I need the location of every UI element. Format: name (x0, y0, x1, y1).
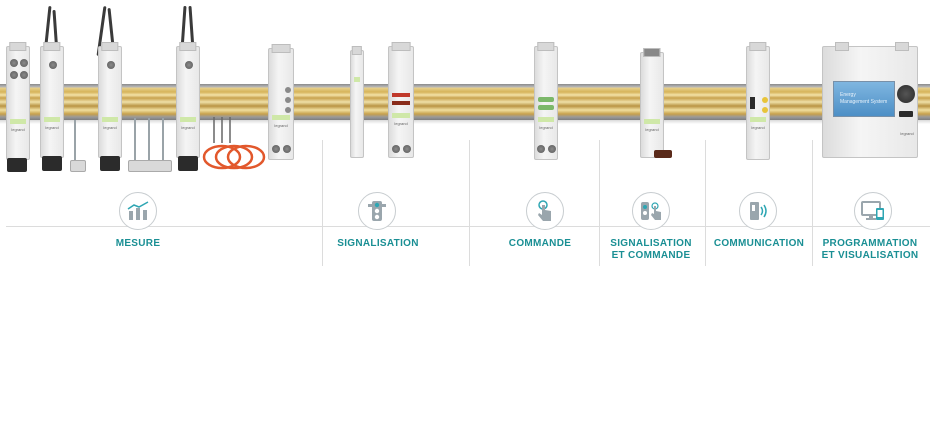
energy-display-screen: Energy Management System (833, 81, 895, 117)
category-label-programmation: PROGRAMMATION ET VISUALISATION (821, 238, 919, 261)
monitor-tablet-icon (854, 192, 892, 230)
meter-module-5: legrand (268, 44, 294, 160)
meter-module-1: legrand (6, 42, 30, 160)
touch-hand-icon (526, 192, 564, 230)
category-label-commande: COMMANDE (508, 238, 572, 249)
connector-plug (100, 156, 120, 171)
category-label-signalisation-commande: SIGNALISATION ET COMMANDE (610, 238, 692, 261)
connector-block (128, 160, 172, 172)
signal-module-2: legrand (388, 42, 414, 158)
connector-plug (7, 158, 27, 172)
grey-cable (74, 120, 76, 164)
command-module: legrand (534, 42, 558, 160)
meter-module-4: legrand (176, 42, 200, 158)
rail-shadow (0, 120, 930, 124)
grey-cable (134, 118, 136, 164)
bar-chart-icon (119, 192, 157, 230)
communication-module: legrand (746, 42, 770, 160)
display-line-2: Management System (840, 99, 888, 105)
category-label-signalisation: SIGNALISATION (337, 238, 419, 249)
rotary-knob (654, 150, 672, 158)
traffic-light-icon (358, 192, 396, 230)
meter-module-3: legrand (98, 42, 122, 158)
light-and-hand-icon (632, 192, 670, 230)
meter-module-2: legrand (40, 42, 64, 158)
signal-command-module: legrand (640, 48, 664, 158)
connector-plug (42, 156, 62, 171)
display-module: Energy Management System legrand (822, 42, 918, 158)
category-label-mesure: MESURE (115, 238, 161, 249)
grey-cable (162, 118, 164, 164)
grey-cable (148, 118, 150, 164)
category-label-communication: COMMUNICATION (713, 238, 805, 249)
display-line-1: Energy (840, 92, 856, 98)
control-knob (897, 85, 915, 103)
connector-plug (178, 156, 198, 171)
rogowski-coils (202, 117, 266, 170)
din-rail (0, 84, 930, 120)
signal-module-1 (350, 46, 364, 158)
wireless-device-icon (739, 192, 777, 230)
connector-plug (70, 160, 86, 172)
